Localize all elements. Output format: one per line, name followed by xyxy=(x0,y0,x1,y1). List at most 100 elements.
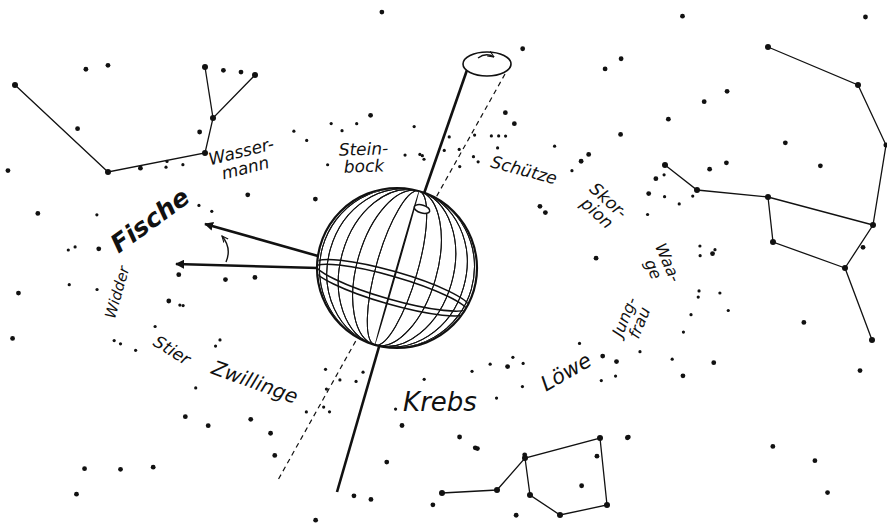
star-dot xyxy=(354,380,357,383)
zodiac-label: Schütze xyxy=(489,153,559,187)
star-dot xyxy=(448,135,451,138)
star-dot xyxy=(490,134,493,137)
star-dot xyxy=(35,211,40,216)
zodiac-label: Stein- bock xyxy=(339,140,390,176)
star-dot xyxy=(313,197,318,202)
star-dot xyxy=(368,113,373,118)
zodiac-label: Jung- frau xyxy=(609,295,654,345)
star-dot xyxy=(292,130,295,133)
zodiac-label: Wasser- mann xyxy=(207,135,280,184)
meridian-line xyxy=(298,169,496,367)
star-dot xyxy=(579,159,584,164)
star-dot xyxy=(699,254,702,257)
zodiac-label: Löwe xyxy=(537,349,595,395)
constellation-bottom xyxy=(442,438,607,515)
star-dot xyxy=(10,336,15,341)
star-dot xyxy=(443,149,446,152)
shift-arrow xyxy=(222,236,228,262)
meridian-line xyxy=(301,170,494,366)
star-dot xyxy=(328,410,331,413)
star-dot xyxy=(671,358,674,361)
meridian-line xyxy=(355,185,439,350)
star-dot xyxy=(496,146,499,149)
star-dot xyxy=(570,169,573,172)
star-dot xyxy=(458,148,461,151)
constellation-right xyxy=(665,165,873,225)
star-dot xyxy=(166,299,171,304)
star-dot xyxy=(206,423,211,428)
star-dot xyxy=(340,129,343,132)
star-dot xyxy=(164,166,167,169)
star-dot xyxy=(697,295,700,298)
constellation-lines xyxy=(15,47,886,515)
star-dot xyxy=(702,99,707,104)
star-dot xyxy=(305,410,308,413)
precession-cone-line xyxy=(278,74,505,480)
star-dot xyxy=(689,313,692,316)
star-dot xyxy=(477,160,480,163)
star-dot xyxy=(83,67,88,72)
zodiac-label: Waa- ge xyxy=(637,241,683,291)
star-dot xyxy=(82,466,87,471)
star-dot xyxy=(520,46,525,51)
zodiac-label: Krebs xyxy=(403,389,477,415)
star-dot xyxy=(614,374,617,377)
star-dot xyxy=(248,417,253,422)
zodiac-label: Skor- pion xyxy=(576,180,631,234)
star-dot xyxy=(400,423,405,428)
star-dot xyxy=(239,70,244,75)
meridian-line xyxy=(321,176,474,361)
star-dot xyxy=(176,272,181,277)
star-dot xyxy=(178,304,181,307)
star-dot xyxy=(680,14,685,19)
star-dot xyxy=(361,371,364,374)
zodiac-label: Widder xyxy=(103,264,132,320)
star-dot xyxy=(16,291,21,296)
star-dot xyxy=(707,167,712,172)
star-dot xyxy=(95,288,98,291)
star-dot xyxy=(578,342,581,345)
star-dot xyxy=(662,173,665,176)
constellation-right xyxy=(768,197,845,268)
star-dot xyxy=(497,134,500,137)
star-dot xyxy=(194,386,197,389)
earth-axis xyxy=(420,70,467,205)
star-dot xyxy=(322,405,325,408)
star-dot xyxy=(625,435,630,440)
globe-grid xyxy=(298,169,496,367)
star-dot xyxy=(154,325,157,328)
star-dot xyxy=(113,339,116,342)
star-dot xyxy=(681,373,686,378)
star-dot xyxy=(457,435,462,440)
star-dot xyxy=(210,210,213,213)
star-dot xyxy=(697,289,700,292)
star-dot xyxy=(638,350,641,353)
star-dot xyxy=(678,202,681,205)
star-dot xyxy=(646,191,651,196)
star-dot xyxy=(330,122,333,125)
meridian-line xyxy=(308,172,485,364)
star-dot xyxy=(713,248,716,251)
star-dot xyxy=(67,248,70,251)
star-dot xyxy=(725,89,730,94)
star-dot xyxy=(514,513,519,518)
star-dot xyxy=(505,364,510,369)
zodiac-label: Stier xyxy=(151,332,194,367)
zodiac-label: Zwillinge xyxy=(209,357,300,407)
star-dot xyxy=(603,67,608,72)
star-dot xyxy=(272,453,277,458)
star-dot xyxy=(430,502,435,507)
star-dot xyxy=(223,277,228,282)
star-dot xyxy=(626,435,631,440)
star-dot xyxy=(818,163,823,168)
star-dot xyxy=(724,160,729,165)
axis-direction-arrow xyxy=(205,224,318,256)
star-dot xyxy=(197,130,202,135)
star-dot xyxy=(95,213,98,216)
star-dot xyxy=(813,458,818,463)
star-dot xyxy=(423,378,426,381)
star-dot xyxy=(579,483,584,488)
star-dot xyxy=(118,467,123,472)
star-dot xyxy=(553,145,556,148)
